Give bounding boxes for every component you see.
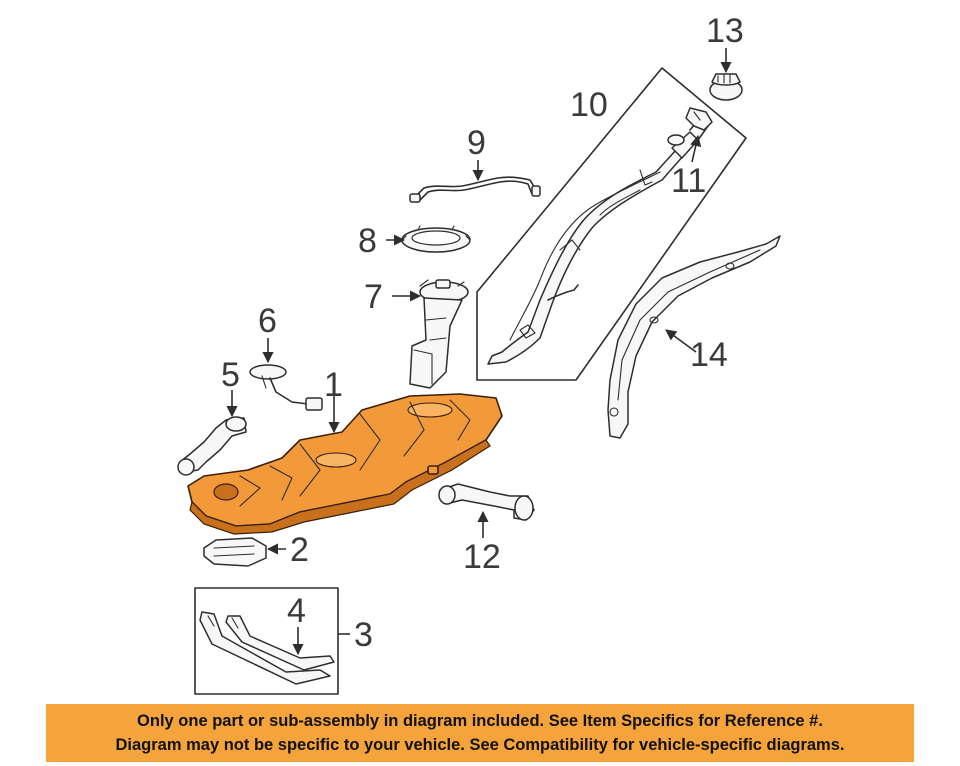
callout-7: 7 [364, 278, 383, 316]
part-8-lock-ring [401, 225, 471, 253]
leader-14 [665, 329, 697, 353]
part-3-straps-group [194, 587, 339, 695]
callout-2: 2 [290, 531, 309, 569]
leader-11 [690, 134, 702, 163]
callout-9: 9 [467, 124, 486, 162]
part-7-fuel-pump [409, 279, 469, 389]
callout-13: 13 [706, 12, 744, 50]
part-10-filler-pipe-group [476, 67, 747, 381]
part-5-hose [177, 416, 247, 476]
fuel-tank-parts-diagram: 1 2 3 4 5 6 7 8 9 10 11 12 13 14 [177, 12, 781, 695]
callout-5: 5 [221, 356, 240, 394]
part-1-fuel-tank [187, 393, 503, 535]
part-12-hose [438, 483, 535, 521]
callout-3: 3 [354, 616, 373, 654]
callout-10: 10 [570, 86, 608, 124]
disclaimer-line-2: Diagram may not be specific to your vehi… [115, 736, 845, 754]
part-9-vapor-line [409, 176, 541, 203]
callout-6: 6 [258, 302, 277, 340]
callout-14: 14 [690, 336, 728, 374]
callout-8: 8 [358, 222, 377, 260]
part-11-bracket [685, 107, 713, 131]
callout-11: 11 [671, 162, 706, 200]
part-10-box-outline [476, 67, 747, 381]
part-2-shield [203, 537, 267, 567]
part-6-sending-unit [249, 364, 323, 411]
disclaimer-line-1: Only one part or sub-assembly in diagram… [137, 712, 823, 730]
part-13-fuel-cap [709, 73, 743, 101]
callout-12: 12 [463, 538, 501, 576]
disclaimer-banner: Only one part or sub-assembly in diagram… [46, 704, 914, 762]
part-14-splash-shield [607, 235, 781, 439]
callout-1: 1 [324, 366, 343, 404]
callout-4: 4 [287, 592, 306, 630]
